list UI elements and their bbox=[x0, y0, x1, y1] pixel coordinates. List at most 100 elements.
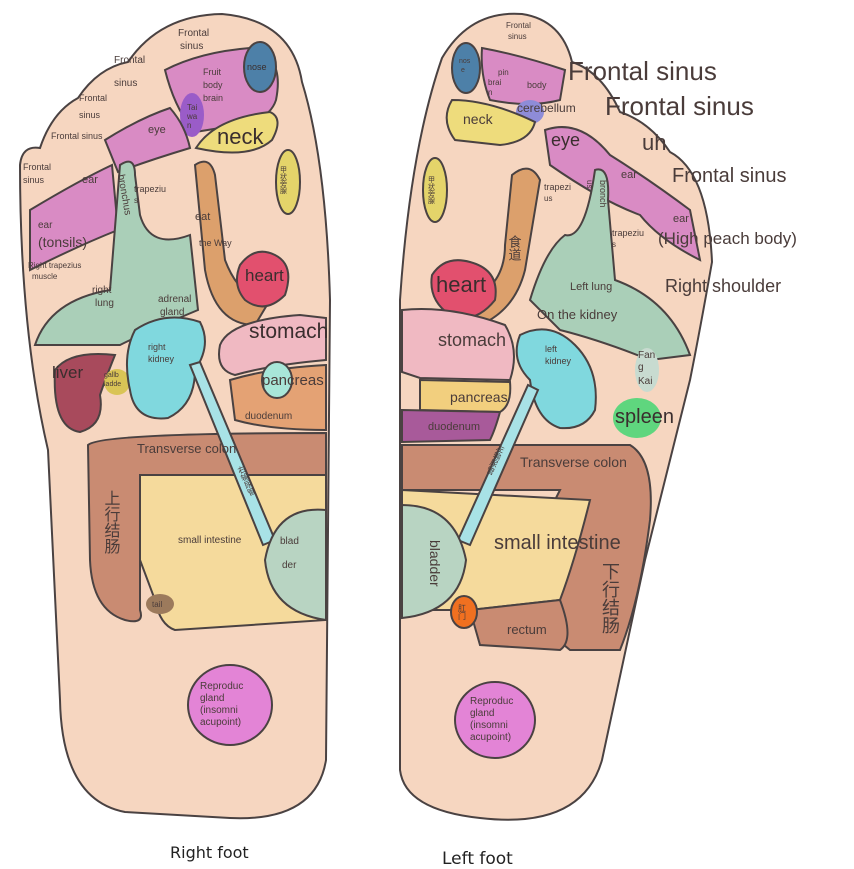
label: On the kidney bbox=[537, 307, 618, 322]
heart-zone bbox=[235, 250, 290, 308]
label: bladder bbox=[427, 540, 443, 587]
label: blad bbox=[280, 536, 299, 547]
label: neck bbox=[217, 124, 264, 149]
taiwan-zone bbox=[180, 93, 204, 137]
label: heart bbox=[245, 266, 284, 285]
label: gland bbox=[200, 693, 224, 704]
label: Right shoulder bbox=[665, 276, 781, 296]
label: pancreas bbox=[450, 389, 508, 405]
label: Fruit bbox=[203, 67, 221, 77]
parathyroid-zone bbox=[275, 149, 301, 215]
tail-zone bbox=[146, 594, 174, 614]
label: cerebellum bbox=[517, 101, 576, 115]
reproductive-gland-zone bbox=[454, 681, 536, 759]
label: 甲状旁腺 bbox=[280, 166, 288, 195]
label: ear bbox=[621, 169, 637, 181]
label: lung bbox=[95, 298, 114, 309]
transverse-colon-zone bbox=[86, 431, 327, 623]
label: sinus bbox=[79, 110, 101, 120]
label: acupoint) bbox=[200, 717, 241, 728]
label: trapeziu bbox=[612, 228, 644, 238]
stomach-zone bbox=[218, 313, 327, 377]
left-kidney-zone bbox=[515, 328, 597, 430]
label: ear bbox=[38, 220, 53, 231]
label: (insomni bbox=[470, 720, 508, 731]
label: sinus bbox=[508, 32, 527, 41]
label: gland bbox=[160, 307, 184, 318]
heart-zone bbox=[430, 259, 497, 319]
label: trapeziu bbox=[134, 184, 166, 194]
label: Frontal sinus bbox=[672, 165, 787, 187]
label: ear bbox=[82, 174, 98, 186]
label: body bbox=[203, 80, 223, 90]
label: Frontal sinus bbox=[568, 56, 717, 86]
label: 肛门 bbox=[458, 604, 467, 621]
label: brai bbox=[488, 78, 502, 87]
label: e bbox=[461, 67, 465, 74]
label: stomach bbox=[438, 330, 506, 350]
label: rectum bbox=[507, 622, 547, 637]
label: sinus bbox=[23, 175, 45, 185]
label: n bbox=[488, 88, 492, 97]
label: liver bbox=[52, 363, 84, 382]
label: 上行结肠 bbox=[102, 490, 121, 555]
label: duodenum bbox=[428, 421, 480, 433]
label: neck bbox=[463, 111, 494, 127]
label: Transverse colon bbox=[520, 454, 627, 470]
label: spleen bbox=[615, 406, 674, 428]
label: gland bbox=[470, 708, 494, 719]
right-kidney-zone bbox=[125, 316, 206, 420]
label: bronch bbox=[598, 180, 608, 208]
label: small intestine bbox=[494, 532, 621, 554]
label: 甲状旁腺 bbox=[428, 176, 436, 205]
label: gallb bbox=[104, 372, 119, 379]
label: Reproduc bbox=[470, 696, 513, 707]
left-foot: Frontal sinus nos e pin brai n body neck… bbox=[399, 12, 797, 869]
liver-zone bbox=[53, 353, 117, 434]
label: Tai bbox=[187, 103, 197, 112]
bladder-zone bbox=[401, 503, 468, 620]
left-foot-caption: Left foot bbox=[442, 849, 513, 869]
label: nos bbox=[459, 58, 471, 65]
label: sinus bbox=[180, 41, 203, 52]
label: Left lung bbox=[570, 281, 612, 293]
nose-zone bbox=[243, 41, 277, 93]
label: Frontal bbox=[178, 28, 209, 39]
rectum-zone bbox=[468, 598, 569, 652]
label: heart bbox=[436, 272, 486, 297]
label: pancreas bbox=[262, 372, 324, 389]
label: Frontal bbox=[23, 162, 51, 172]
label: g bbox=[638, 362, 644, 373]
label: eat bbox=[195, 211, 210, 223]
label: (tonsils) bbox=[38, 234, 87, 250]
parathyroid-zone bbox=[422, 157, 448, 223]
anus-zone bbox=[450, 595, 478, 629]
label: right bbox=[92, 285, 112, 296]
label: n bbox=[187, 121, 191, 130]
label: us bbox=[544, 194, 552, 203]
label: us bbox=[585, 180, 594, 188]
label: s bbox=[134, 196, 138, 205]
label: trapezi bbox=[544, 182, 571, 192]
label: Reproduc bbox=[200, 681, 243, 692]
label: Frontal bbox=[79, 93, 107, 103]
label: the Way bbox=[199, 238, 232, 248]
transverse-colon-zone bbox=[401, 444, 652, 651]
label: 下行结肠 bbox=[600, 562, 620, 634]
neck-zone bbox=[445, 98, 537, 147]
label: stomach bbox=[249, 320, 328, 343]
label: der bbox=[282, 560, 297, 571]
label: tail bbox=[152, 600, 162, 609]
label: Frontal sinus bbox=[605, 91, 754, 121]
duodenum-zone bbox=[401, 408, 502, 444]
gallbladder-zone bbox=[104, 369, 130, 395]
label: pin bbox=[498, 68, 509, 77]
label: Frontal bbox=[506, 21, 531, 30]
label: right bbox=[148, 342, 166, 352]
label: eye bbox=[551, 130, 580, 150]
right-foot-labels: Frontal sinus Frontal sinus Frontal sinu… bbox=[23, 28, 328, 728]
label: ear bbox=[673, 213, 689, 225]
label: (insomni bbox=[200, 705, 238, 716]
reproductive-gland-zone bbox=[187, 664, 273, 746]
